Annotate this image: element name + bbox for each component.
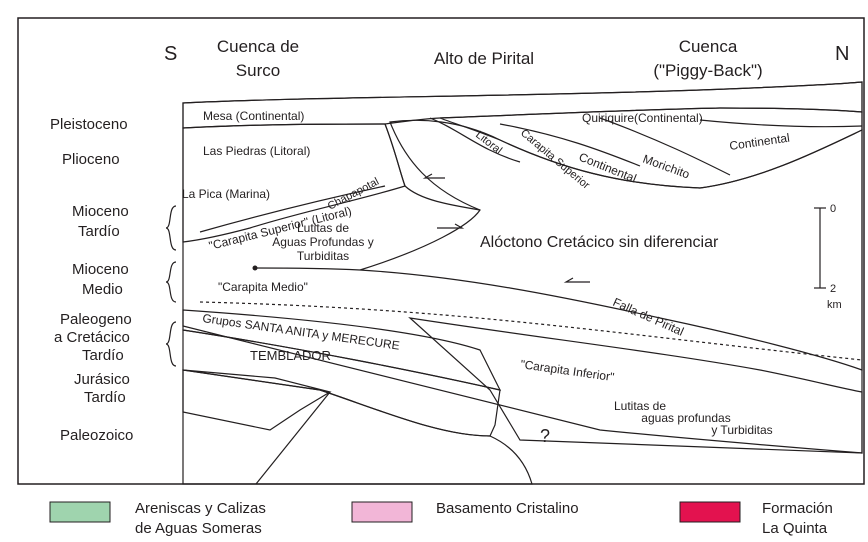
age-paleogeno-2: a Cretácico [54, 329, 130, 346]
quiriquire-boundary [699, 119, 863, 128]
age-mioceno-tardio-2: Tardío [78, 223, 120, 240]
north-label: N [835, 43, 849, 65]
basin-left-label-1: Cuenca de [217, 37, 299, 56]
south-label: S [164, 43, 177, 65]
unit-lutitas-2: Aguas Profundas y [272, 235, 373, 249]
unit-quiriquire: Quiriquire(Continental) [582, 111, 703, 125]
fault-upper [384, 123, 481, 211]
age-jurasico-2: Tardío [84, 389, 126, 406]
legend-label-la-quinta-2: La Quinta [762, 520, 828, 537]
scale-bottom-label: 2 [830, 283, 836, 295]
age-plioceno: Plioceno [62, 151, 120, 168]
la-quinta-unit [182, 369, 332, 431]
detachment-line [254, 267, 361, 271]
legend-label-la-quinta-1: Formación [762, 500, 833, 517]
bracket-mioceno-medio [165, 261, 177, 303]
litoral-boundary [429, 117, 521, 163]
basin-right-label-1: Cuenca [679, 37, 738, 56]
bracket-paleogeno [165, 321, 177, 367]
legend-label-basamento: Basamento Cristalino [436, 500, 579, 517]
arrow-middle [437, 223, 465, 229]
unit-lutitas-b-1: Lutitas de [614, 399, 666, 413]
legend-swatch-la-quinta [679, 501, 741, 523]
unit-las-piedras: Las Piedras (Litoral) [203, 144, 310, 158]
mesa-unit [182, 81, 863, 129]
unit-mesa: Mesa (Continental) [203, 109, 304, 123]
legend-swatch-areniscas [49, 501, 111, 523]
scale-unit-label: km [827, 299, 842, 311]
unit-unknown: ? [540, 426, 550, 446]
morichito-boundary [599, 117, 731, 176]
arrow-falla [563, 277, 590, 283]
age-jurasico-1: Jurásico [74, 371, 130, 388]
dashed-horizon [199, 301, 863, 361]
age-paleogeno-3: Tardío [82, 347, 124, 364]
arrow-upper [422, 173, 445, 179]
basement-fault [255, 391, 331, 485]
legend-label-areniscas-1: Areniscas y Calizas [135, 500, 266, 517]
unit-lutitas-b-2: aguas profundas [641, 411, 730, 425]
basin-left-label-2: Surco [236, 61, 280, 80]
carapita-sup-base [199, 185, 386, 233]
legend-label-areniscas-2: de Aguas Someras [135, 520, 262, 537]
legend-swatch-basamento [351, 501, 413, 523]
age-paleogeno-1: Paleogeno [60, 311, 132, 328]
basin-right-label-2: ("Piggy-Back") [653, 61, 762, 80]
high-label: Alto de Pirital [434, 49, 534, 68]
unit-la-pica: La Pica (Marina) [182, 187, 270, 201]
carapita-inferior-unit [408, 317, 863, 454]
age-mioceno-tardio-1: Mioceno [72, 203, 129, 220]
basement-unit [182, 369, 533, 485]
age-paleozoico: Paleozoico [60, 427, 133, 444]
age-pleistoceno: Pleistoceno [50, 116, 128, 133]
unit-lutitas-3: Turbiditas [297, 249, 349, 263]
unit-carapita-medio: "Carapita Medio" [218, 280, 308, 294]
unit-temblador: TEMBLADOR [250, 348, 331, 363]
detachment-point [252, 265, 258, 271]
age-mioceno-medio-1: Mioceno [72, 261, 129, 278]
bracket-mioceno-tardio [165, 205, 177, 251]
section-frame [17, 17, 865, 485]
unit-lutitas-1: Lutitas de [297, 221, 349, 235]
continental-boundary [499, 123, 641, 167]
scale-top-label: 0 [830, 203, 836, 215]
unit-aloctono: Alóctono Cretácico sin diferenciar [480, 234, 719, 251]
unit-lutitas-b-3: y Turbiditas [711, 423, 772, 437]
age-mioceno-medio-2: Medio [82, 281, 123, 298]
